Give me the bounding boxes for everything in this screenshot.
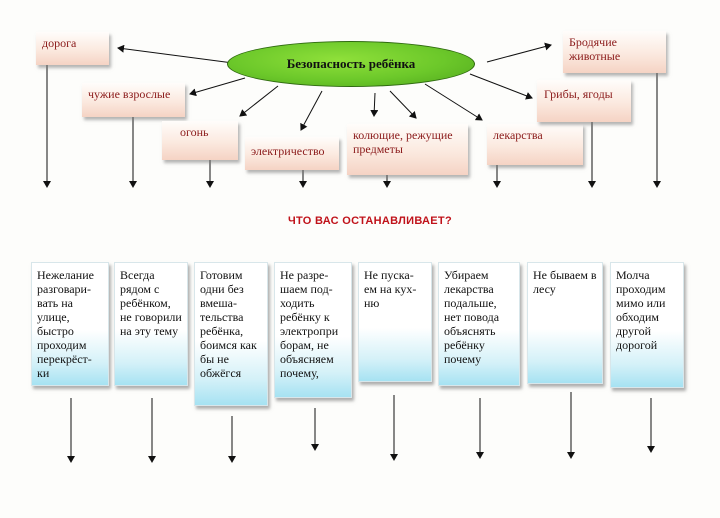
arrow-center-to-road — [117, 44, 234, 64]
answer-label-b8: Молча проходим мимо или обходим другой д… — [616, 268, 666, 352]
arrow-center-to-fire — [239, 85, 279, 117]
box-medicine: лекарства — [487, 124, 583, 165]
answer-box-b3: Готовим одни без вмеша-тельства ребёнка,… — [194, 262, 268, 406]
answer-box-b7: Не бываем в лесу — [527, 262, 603, 384]
center-node: Безопасность ребёнка — [227, 41, 475, 87]
label-medicine: лекарства — [493, 128, 543, 142]
answer-label-b1: Нежелание разговари-вать на улице, быстр… — [37, 268, 94, 380]
label-strangers: чужие взрослые — [88, 87, 171, 101]
arrow-center-to-strangers — [189, 77, 246, 97]
arrow-center-to-mushrooms — [469, 73, 533, 100]
arrow-center-to-animals — [486, 42, 552, 63]
arrow-center-to-sharp — [370, 92, 379, 117]
label-fire: огонь — [180, 125, 209, 139]
label-sharp: колющие, режущие предметы — [353, 128, 453, 156]
box-fire: огонь — [162, 121, 238, 160]
box-mushrooms: Грибы, ягоды — [537, 80, 631, 122]
answer-label-b7: Не бываем в лесу — [533, 268, 597, 296]
answer-box-b1: Нежелание разговари-вать на улице, быстр… — [31, 262, 109, 386]
label-animals: Бродячие животные — [569, 35, 621, 63]
answer-label-b4: Не разре-шаем под-ходить ребёнку к элект… — [280, 268, 339, 380]
answer-label-b6: Убираем лекарства подальше, нет повода о… — [444, 268, 500, 366]
answer-label-b5: Не пуска-ем на кух-ню — [364, 268, 417, 310]
answer-box-b4: Не разре-шаем под-ходить ребёнку к элект… — [274, 262, 352, 398]
center-label: Безопасность ребёнка — [286, 56, 416, 71]
question-heading: ЧТО ВАС ОСТАНАВЛИВАЕТ? — [288, 215, 452, 227]
arrow-center-to-medicine-2 — [424, 83, 483, 121]
answer-box-b2: Всегда рядом с ребёнком, не говорили на … — [114, 262, 188, 386]
arrow-center-to-electricity — [300, 90, 323, 131]
box-sharp: колющие, режущие предметы — [347, 124, 468, 175]
label-electricity: электричество — [251, 144, 325, 158]
arrow-center-to-medicine — [389, 90, 417, 119]
answer-box-b6: Убираем лекарства подальше, нет повода о… — [438, 262, 520, 386]
box-road: дорога — [36, 32, 109, 65]
answer-label-b3: Готовим одни без вмеша-тельства ребёнка,… — [200, 268, 257, 380]
answer-box-b5: Не пуска-ем на кух-ню — [358, 262, 432, 382]
answer-box-b8: Молча проходим мимо или обходим другой д… — [610, 262, 684, 388]
box-animals: Бродячие животные — [563, 31, 666, 73]
box-strangers: чужие взрослые — [82, 83, 185, 117]
answer-label-b2: Всегда рядом с ребёнком, не говорили на … — [120, 268, 182, 338]
label-mushrooms: Грибы, ягоды — [544, 87, 613, 101]
box-electricity: электричество — [245, 137, 339, 170]
label-road: дорога — [42, 36, 77, 50]
